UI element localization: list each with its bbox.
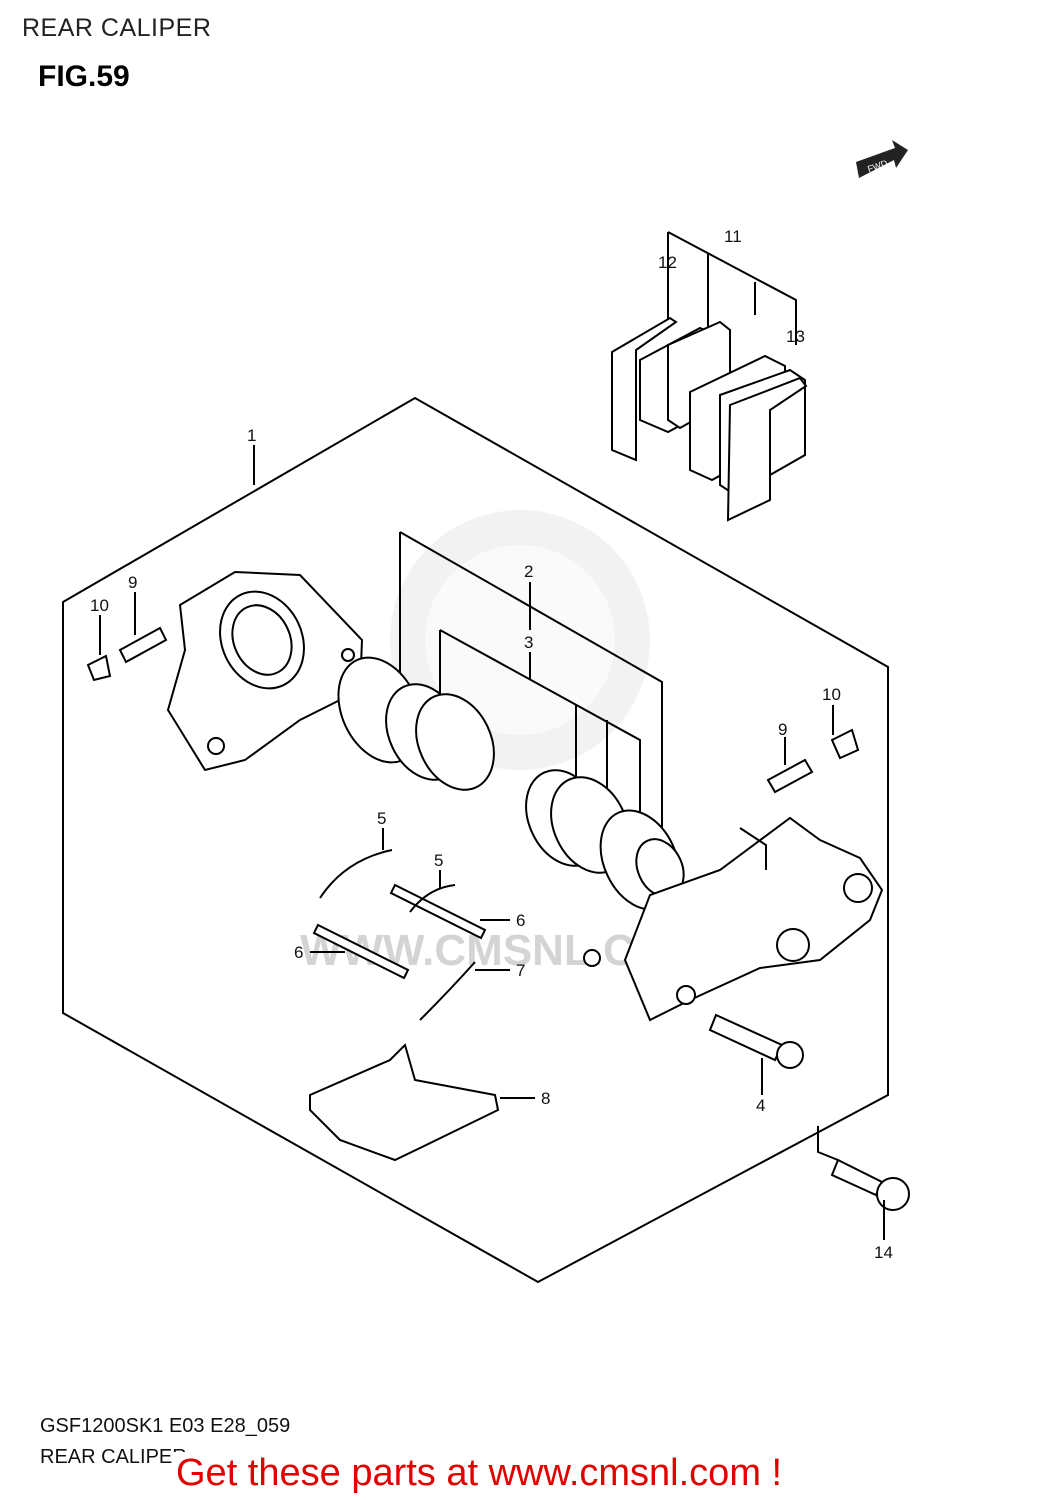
callout-2: 2 [524, 562, 533, 581]
callout-12: 12 [658, 253, 677, 272]
diagram-name: REAR CALIPER [40, 1446, 187, 1468]
bleeder-screw-right [766, 758, 814, 794]
caliper-body-half-left [166, 570, 364, 772]
callout-labels: 1 2 3 4 5 5 6 6 7 8 9 9 10 10 11 12 13 1… [90, 227, 893, 1262]
pin-bolt [708, 1013, 804, 1069]
callout-11: 11 [724, 227, 742, 246]
leader-lines [99, 445, 885, 1240]
callout-8: 8 [541, 1089, 550, 1108]
callout-14: 14 [874, 1243, 893, 1262]
piston-and-seals [337, 531, 685, 911]
bleeder-cap-right [830, 728, 860, 760]
caliper-body-half-right [583, 816, 884, 1022]
promo-link[interactable]: Get these parts at www.cmsnl.com ! [172, 1452, 787, 1495]
diagram-code: GSF1200SK1 E03 E28_059 [40, 1415, 291, 1437]
callout-13: 13 [786, 327, 805, 346]
callout-1: 1 [247, 426, 256, 445]
callout-4: 4 [756, 1096, 765, 1115]
callout-3: 3 [524, 633, 533, 652]
callout-10b: 10 [822, 685, 841, 704]
callout-6b: 6 [294, 943, 303, 962]
callout-6a: 6 [516, 911, 525, 930]
assembly-outline [62, 396, 889, 1284]
pad-leader-lines [667, 231, 797, 345]
callout-7: 7 [516, 961, 525, 980]
callout-9b: 9 [778, 720, 787, 739]
figure-number: FIG.59 [38, 60, 130, 93]
bleeder-cap-left [86, 654, 112, 682]
callout-9a: 9 [128, 573, 137, 592]
bleeder-screw-left [118, 626, 168, 664]
callout-5b: 5 [434, 851, 443, 870]
pad-spring [309, 1043, 500, 1162]
pins-and-clips [312, 849, 487, 1021]
page-header: REAR CALIPER [22, 14, 212, 42]
callout-10a: 10 [90, 596, 109, 615]
callout-5a: 5 [377, 809, 386, 828]
forward-direction-icon: FWD [856, 140, 908, 178]
brake-pad-set [611, 316, 808, 522]
mounting-bolt [817, 1126, 910, 1211]
